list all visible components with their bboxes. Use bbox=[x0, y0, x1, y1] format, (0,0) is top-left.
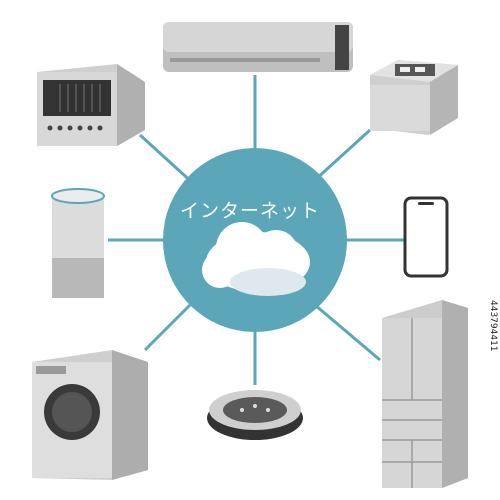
washing-machine-icon bbox=[32, 350, 148, 480]
line-refrigerator bbox=[314, 303, 381, 362]
hub-label: インターネット bbox=[179, 200, 320, 222]
line-washing-machine bbox=[143, 303, 192, 352]
watermark-id: 443794411 bbox=[488, 300, 498, 352]
microwave-icon bbox=[37, 64, 145, 146]
smart-speaker-icon bbox=[51, 188, 105, 298]
line-microwave bbox=[138, 133, 197, 187]
air-conditioner-icon bbox=[163, 22, 353, 72]
smartphone-icon bbox=[403, 196, 449, 278]
cloud-icon bbox=[202, 222, 310, 296]
refrigerator-icon bbox=[382, 300, 468, 488]
line-rice-cooker bbox=[313, 128, 372, 182]
rice-cooker-icon bbox=[370, 60, 458, 135]
robot-vacuum-icon bbox=[207, 390, 303, 440]
